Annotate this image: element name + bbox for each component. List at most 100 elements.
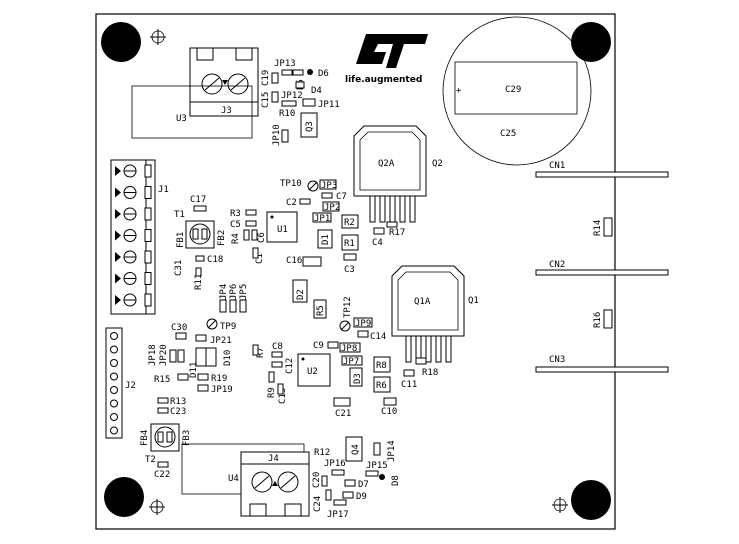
label-c31: C31 <box>174 260 184 276</box>
label-d6: D6 <box>318 69 329 79</box>
label-c19: C19 <box>261 70 271 86</box>
label-j3: J3 <box>221 106 232 116</box>
label-jp8: JP8 <box>341 344 357 354</box>
label-c5: C5 <box>230 220 241 230</box>
label-jp19: JP19 <box>211 385 233 395</box>
label-u1: U1 <box>277 225 288 235</box>
label-jp17: JP17 <box>327 510 349 520</box>
mounting-hole-bottom-right <box>571 480 611 520</box>
label-q4: Q4 <box>351 444 361 455</box>
label-c4: C4 <box>372 238 383 248</box>
header-pin <box>110 332 118 340</box>
label-j1: J1 <box>158 185 169 195</box>
connector-j2-pins <box>110 332 118 435</box>
header-pin <box>110 413 118 421</box>
resistor-r16 <box>603 309 613 329</box>
header-pin <box>110 372 118 381</box>
brand-tagline: life.augmented <box>345 75 422 85</box>
label-c12: C12 <box>285 358 295 374</box>
label-jp15: JP15 <box>366 461 388 471</box>
header-pin <box>110 345 118 354</box>
pin-tab <box>144 186 152 199</box>
label-r13: R13 <box>170 397 186 407</box>
label-r4: R4 <box>231 233 241 244</box>
label-jp12: JP12 <box>281 91 303 101</box>
header-pin <box>110 399 118 408</box>
label-c13: C13 <box>278 388 288 404</box>
label-c22: C22 <box>154 470 170 480</box>
mounting-hole-bottom-left <box>104 477 144 517</box>
label-u3: U3 <box>176 114 187 124</box>
u3-outline <box>131 85 253 139</box>
label-jp4: JP4 <box>219 284 229 300</box>
mounting-hole-top-left <box>101 22 141 62</box>
label-j2: J2 <box>125 381 136 391</box>
label-r12: R12 <box>314 448 330 458</box>
st-logo: life.augmented <box>345 34 428 85</box>
mounting-hole-top-right <box>571 22 611 62</box>
label-r14: R14 <box>593 220 603 236</box>
label-u4: U4 <box>228 474 239 484</box>
label-r5: R5 <box>316 305 326 316</box>
label-c21: C21 <box>335 409 351 419</box>
label-q3: Q3 <box>305 121 315 132</box>
label-d8: D8 <box>391 475 401 486</box>
pin-marker <box>115 252 121 262</box>
connector-cn3 <box>535 366 669 373</box>
label-q1: Q1 <box>468 296 479 306</box>
label-t1: T1 <box>174 210 185 220</box>
capacitor-c29-outline <box>454 61 578 115</box>
header-pin <box>110 359 118 367</box>
label-c3: C3 <box>344 265 355 275</box>
pin-tab <box>144 250 152 264</box>
pin-tab <box>144 229 152 242</box>
pin-tab <box>144 272 152 285</box>
pin-tab <box>144 207 152 221</box>
label-c8: C8 <box>272 342 283 352</box>
label-j4: J4 <box>268 454 279 464</box>
label-c25: C25 <box>500 129 516 139</box>
capacitor-c25-outline <box>442 16 592 166</box>
label-tp9: TP9 <box>220 322 236 332</box>
label-r9: R9 <box>267 387 277 398</box>
label-q2a: Q2A <box>378 159 395 169</box>
label-d1: D1 <box>321 234 331 245</box>
label-r18: R18 <box>422 368 438 378</box>
header-pin <box>110 386 118 394</box>
header-pin <box>110 426 118 435</box>
label-d9: D9 <box>356 492 367 502</box>
label-r16: R16 <box>593 312 603 328</box>
label-tp10: TP10 <box>280 179 302 189</box>
label-r10: R10 <box>279 109 295 119</box>
label-c10: C10 <box>381 407 397 417</box>
label-jp2: JP2 <box>324 203 340 213</box>
label-t2: T2 <box>145 455 156 465</box>
label-c30: C30 <box>171 323 187 333</box>
label-c15: C15 <box>261 92 271 108</box>
label-fb4: FB4 <box>140 430 150 446</box>
pin-tab <box>144 164 152 178</box>
label-c14: C14 <box>370 332 386 342</box>
label-d7: D7 <box>358 480 369 490</box>
label-q1a: Q1A <box>414 297 431 307</box>
label-c9: C9 <box>313 341 324 351</box>
pin-marker <box>115 273 121 284</box>
label-d11: D11 <box>189 362 199 378</box>
label-jp16: JP16 <box>324 459 346 469</box>
label-c20: C20 <box>312 472 322 488</box>
label-fb1: FB1 <box>176 232 186 248</box>
connector-j2 <box>105 327 123 439</box>
label-jp5: JP5 <box>239 284 249 300</box>
label-c1: C1 <box>255 253 265 264</box>
label-d4: D4 <box>311 86 322 96</box>
label-jp7: JP7 <box>343 357 359 367</box>
label-r2: R2 <box>344 218 355 228</box>
capacitor-c29-plus: + <box>456 86 462 96</box>
label-r8: R8 <box>376 361 387 371</box>
label-tp12: TP12 <box>343 296 353 318</box>
label-c7: C7 <box>336 192 347 202</box>
label-c11: C11 <box>401 380 417 390</box>
label-fb3: FB3 <box>182 430 192 446</box>
connector-j1-pins <box>115 164 152 307</box>
